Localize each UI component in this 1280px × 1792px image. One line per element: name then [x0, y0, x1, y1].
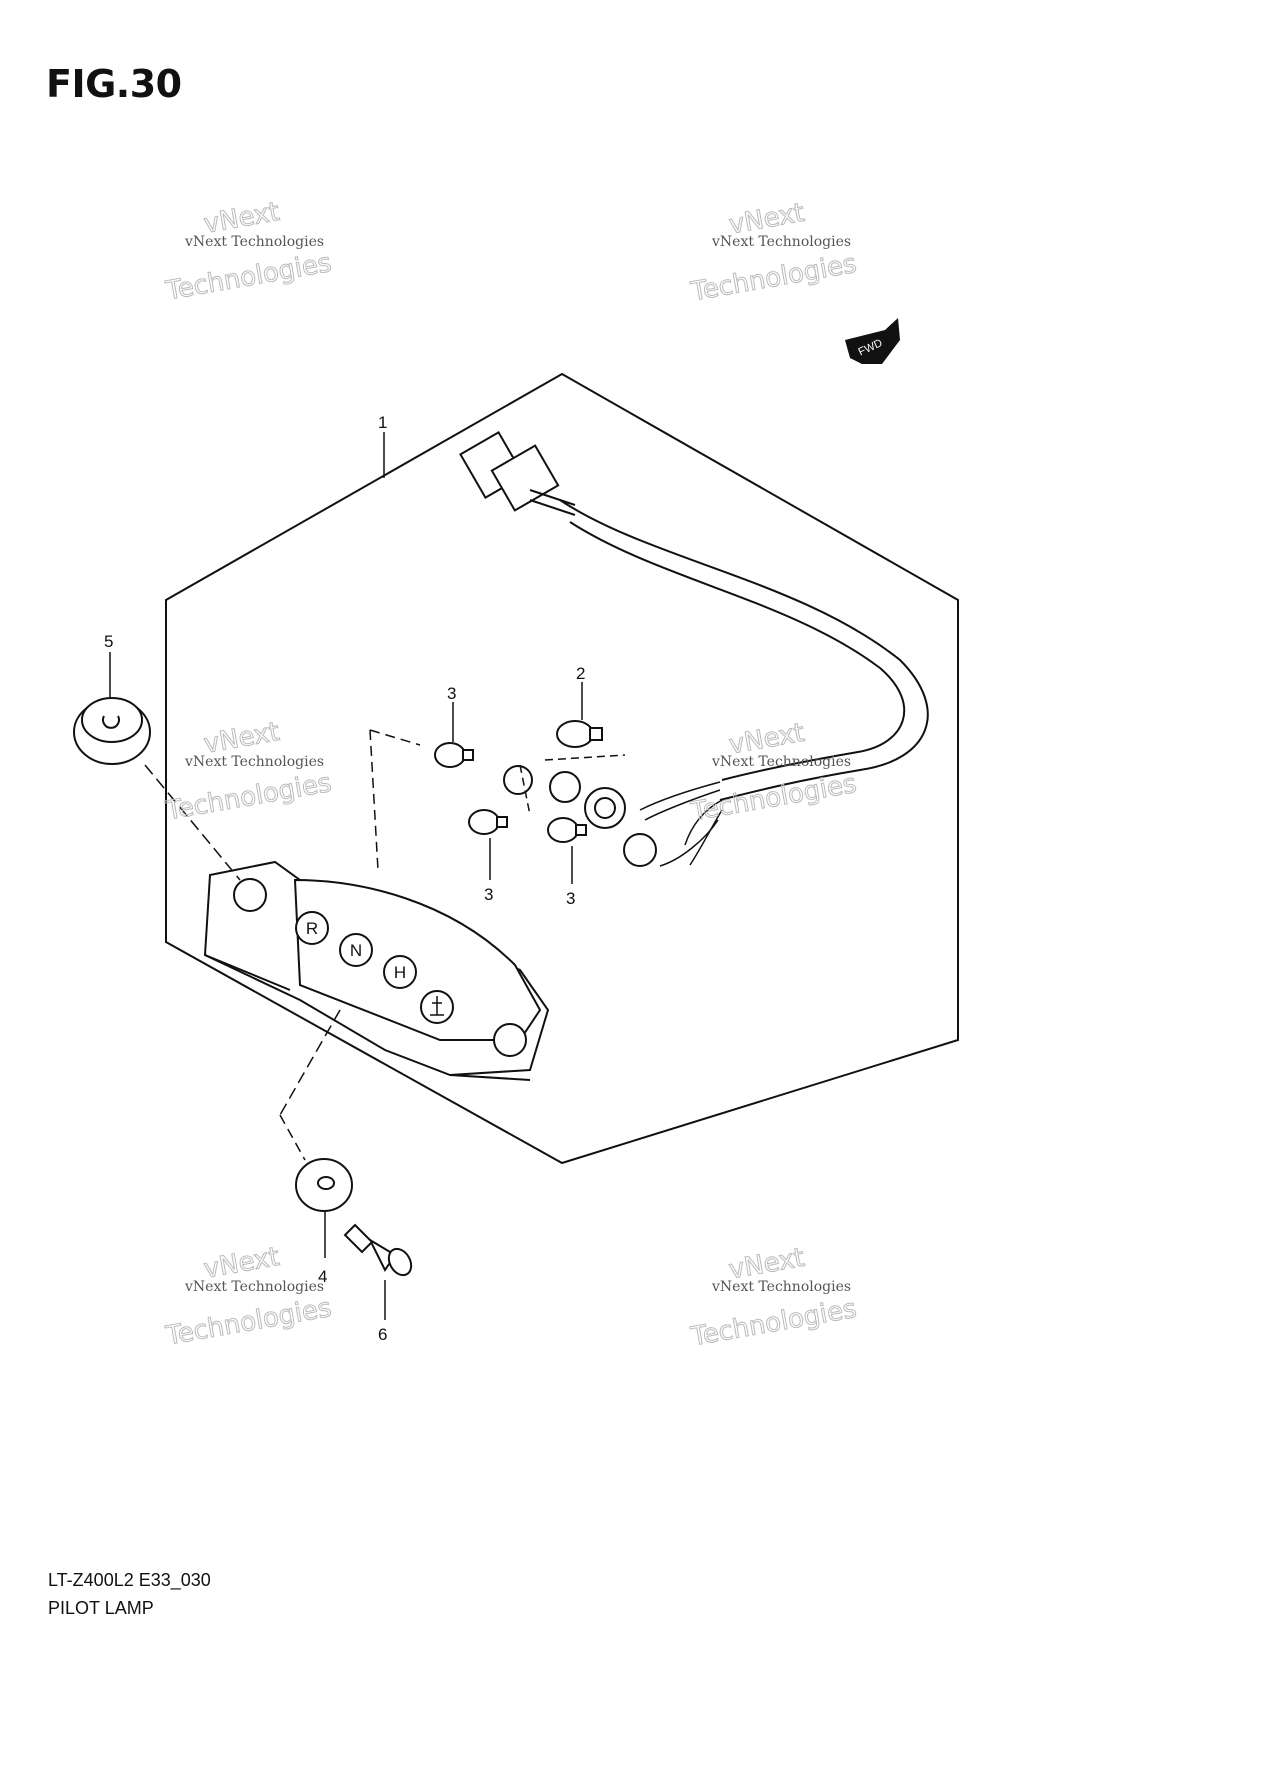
- kit-outline: [165, 372, 959, 1165]
- svg-text:Technologies: Technologies: [688, 249, 859, 308]
- callout-3a: 3: [447, 684, 456, 703]
- svg-text:vNext Technologies: vNext Technologies: [711, 754, 851, 770]
- wiring-harness: [559, 499, 929, 801]
- grommet: [73, 697, 151, 765]
- svg-text:Technologies: Technologies: [688, 1294, 859, 1353]
- bulb-3-right: [547, 817, 587, 843]
- fwd-direction-badge: [845, 318, 900, 364]
- diagram-name: PILOT LAMP: [48, 1598, 154, 1618]
- svg-text:Technologies: Technologies: [688, 769, 859, 828]
- callout-3c: 3: [566, 889, 575, 908]
- watermark-top-left: vNext vNext Technologies Technologies: [163, 196, 335, 307]
- callout-4: 4: [318, 1267, 327, 1286]
- washer: [295, 1158, 353, 1212]
- svg-text:Technologies: Technologies: [163, 248, 334, 307]
- leader-lines: [109, 432, 626, 1320]
- lamp-housing: [203, 860, 550, 1081]
- svg-text:vNext Technologies: vNext Technologies: [711, 234, 851, 250]
- harness-connector: [459, 430, 576, 516]
- bulb-sockets: [503, 765, 657, 867]
- svg-text:Technologies: Technologies: [163, 1293, 334, 1352]
- screw: [343, 1223, 413, 1277]
- watermark-bottom-left: vNext vNext Technologies Technologies: [163, 1241, 335, 1352]
- callout-1: 1: [378, 413, 387, 432]
- bulb-2: [556, 720, 603, 748]
- indicator-letter-h: H: [394, 963, 406, 982]
- model-code: LT-Z400L2 E33_030: [48, 1570, 211, 1590]
- indicator-letter-r: R: [306, 919, 318, 938]
- callout-3b: 3: [484, 885, 493, 904]
- callout-6: 6: [378, 1325, 387, 1344]
- watermark-top-right: vNext vNext Technologies Technologies: [688, 197, 860, 308]
- bulb-3-left: [468, 809, 508, 835]
- svg-text:vNext Technologies: vNext Technologies: [184, 754, 324, 770]
- indicator-lenses: [295, 911, 454, 1024]
- watermark-bottom-right: vNext vNext Technologies Technologies: [688, 1242, 860, 1353]
- svg-text:Technologies: Technologies: [163, 768, 334, 827]
- callout-5: 5: [104, 632, 113, 651]
- bulb-3-upper: [434, 742, 474, 768]
- callout-2: 2: [576, 664, 585, 683]
- svg-text:vNext Technologies: vNext Technologies: [184, 1279, 324, 1295]
- svg-text:vNext Technologies: vNext Technologies: [184, 234, 324, 250]
- watermark-mid-left: vNext vNext Technologies Technologies: [163, 716, 335, 827]
- socket-wires: [639, 781, 723, 867]
- coolant-temp-icon: [430, 996, 444, 1016]
- watermark-mid-right: vNext vNext Technologies Technologies: [688, 717, 860, 828]
- indicator-letter-n: N: [350, 941, 362, 960]
- figure-title: FIG.30: [46, 62, 182, 106]
- svg-text:vNext Technologies: vNext Technologies: [711, 1279, 851, 1295]
